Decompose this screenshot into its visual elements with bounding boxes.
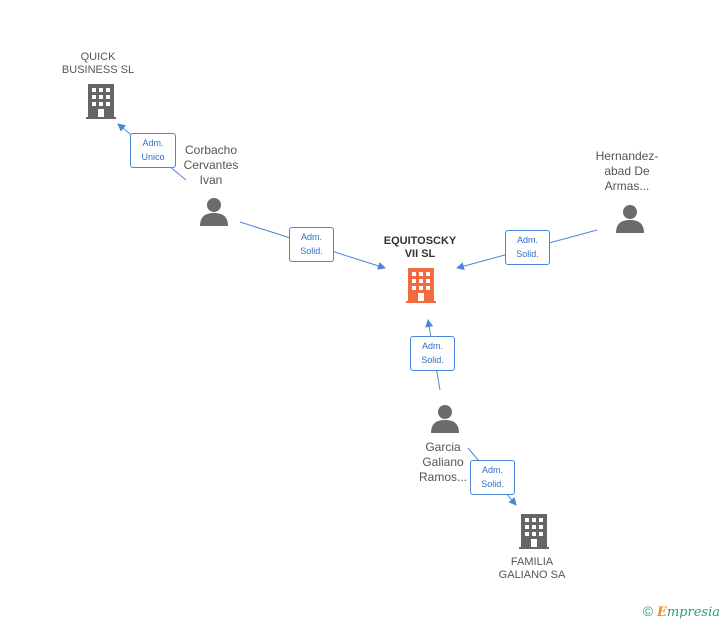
person-icon[interactable] <box>616 205 644 233</box>
building-icon[interactable] <box>519 514 549 549</box>
node-garcia-label[interactable]: Garcia Galiano Ramos... <box>418 440 467 484</box>
node-equitoscky-label[interactable]: EQUITOSCKY VII SL <box>383 235 457 260</box>
person-icon[interactable] <box>200 198 228 226</box>
edge-label-garcia-familia[interactable]: Adm. Solid. <box>470 460 515 495</box>
edge-label-corbacho-equitoscky[interactable]: Adm. Solid. <box>289 227 334 262</box>
empresia-logo: Empresia <box>656 605 720 620</box>
person-icon[interactable] <box>431 405 459 433</box>
building-icon[interactable] <box>406 268 436 303</box>
node-quick-label[interactable]: QUICK BUSINESS SL <box>61 51 135 76</box>
node-familia-label[interactable]: FAMILIA GALIANO SA <box>498 556 566 581</box>
building-icon[interactable] <box>86 84 116 119</box>
node-hernandez-label[interactable]: Hernandez- abad De Armas... <box>595 149 659 193</box>
copyright-symbol: © <box>642 603 654 619</box>
edge-label-hernandez-equitoscky[interactable]: Adm. Solid. <box>505 230 550 265</box>
node-corbacho-label[interactable]: Corbacho Cervantes Ivan <box>183 143 239 187</box>
edge-label-corbacho-quick[interactable]: Adm. Unico <box>130 133 176 168</box>
footer-brand: © Empresia <box>643 603 720 620</box>
edge-label-garcia-equitoscky[interactable]: Adm. Solid. <box>410 336 455 371</box>
